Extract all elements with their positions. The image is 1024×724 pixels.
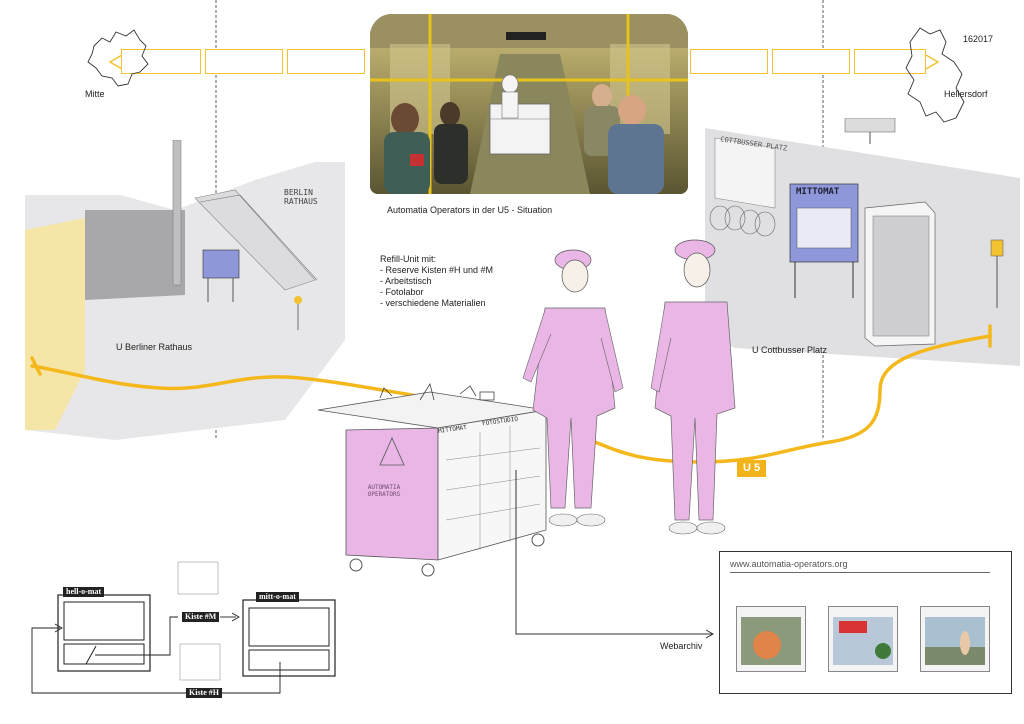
refill-item: - Reserve Kisten #H und #M (380, 265, 494, 275)
operators-drawing (522, 239, 736, 535)
timeline-segment (690, 49, 768, 74)
train-photo (370, 14, 688, 194)
timeline-segment (205, 49, 283, 74)
timeline-segment (854, 49, 926, 74)
web-url[interactable]: www.automatia-operators.org (730, 559, 848, 569)
refill-cart-drawing (317, 382, 547, 577)
thumbnail-image (925, 617, 985, 665)
web-archive-frame: www.automatia-operators.org (719, 551, 1012, 694)
refill-item: - Fotolabor (380, 287, 424, 297)
hellersdorf-label: Hellersdorf (944, 89, 988, 99)
rathaus-wall-text: BERLIN RATHAUS (284, 188, 318, 206)
thumbnail-image (833, 617, 893, 665)
station-berliner-rathaus-scene (25, 140, 345, 440)
timeline-segment (772, 49, 850, 74)
kiste-h-label: Kiste #H (186, 688, 222, 698)
thumbnail-image (741, 617, 801, 665)
mittomat-cabinet-text: MITTOMAT (796, 187, 840, 197)
timeline-segment (287, 49, 365, 74)
archive-thumbnail[interactable] (920, 606, 990, 672)
timeline-segment (121, 49, 201, 74)
station-cottbusser-platz-label: U Cottbusser Platz (752, 345, 828, 355)
hellersdorf-map-icon (905, 27, 965, 123)
station-cottbusser-platz-scene (705, 118, 1020, 366)
train-interior-illustration (370, 14, 688, 194)
photo-caption: Automatia Operators in der U5 - Situatio… (387, 205, 553, 215)
hell-o-mat-label: hell-o-mat (63, 587, 105, 597)
mitte-label: Mitte (85, 89, 105, 99)
refill-list: - Reserve Kisten #H und #M - Arbeitstisc… (380, 265, 530, 309)
mitte-map-icon (87, 29, 149, 87)
url-underline (730, 572, 990, 573)
station-berliner-rathaus-label: U Berliner Rathaus (116, 342, 193, 352)
mitt-o-mat-label: mitt-o-mat (256, 592, 299, 602)
refill-item: - verschiedene Materialien (380, 298, 486, 308)
u5-badge: U 5 (737, 460, 766, 477)
archive-thumbnail[interactable] (828, 606, 898, 672)
code-label: 162017 (963, 34, 994, 44)
refill-description: Refill-Unit mit: - Reserve Kisten #H und… (380, 254, 530, 309)
refill-title: Refill-Unit mit: (380, 254, 437, 264)
kiste-m-label: Kiste #M (182, 612, 220, 622)
cart-logo-text: AUTOMATIA OPERATORS (367, 484, 401, 498)
refill-item: - Arbeitstisch (380, 276, 432, 286)
webarchiv-label: Webarchiv (660, 641, 703, 651)
archive-thumbnail[interactable] (736, 606, 806, 672)
